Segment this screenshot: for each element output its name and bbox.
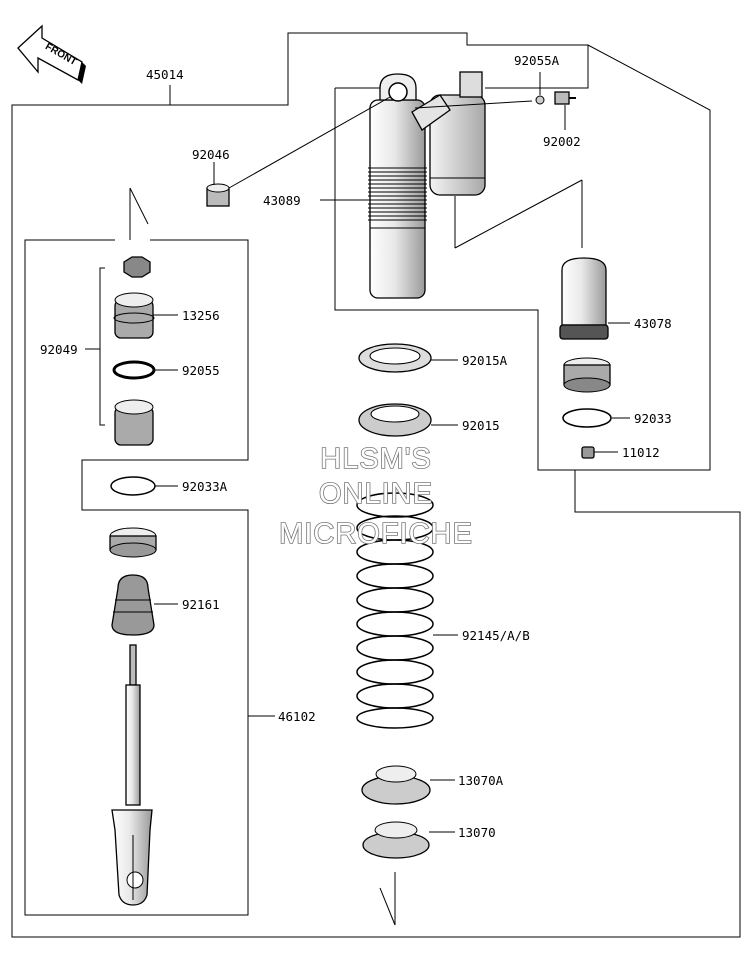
watermark: HLSM'S ONLINE MICROFICHE — [278, 442, 473, 551]
label-92015: 92015 — [462, 418, 500, 433]
watermark-line2: ONLINE — [319, 478, 433, 510]
part-92033A-icon — [110, 476, 156, 496]
label-92049: 92049 — [40, 342, 78, 357]
part-13070A-icon — [361, 765, 431, 805]
part-92145-spring-icon — [356, 492, 434, 729]
label-46102: 46102 — [278, 709, 316, 724]
label-92046: 92046 — [192, 147, 230, 162]
leader-lines — [85, 72, 630, 833]
part-nut-icon — [123, 256, 151, 278]
shock-body-43089 — [368, 71, 583, 299]
part-43078-icon — [559, 257, 609, 340]
label-43078: 43078 — [634, 316, 672, 331]
label-92161: 92161 — [182, 597, 220, 612]
part-92015-icon — [358, 403, 432, 437]
part-piston-plate-icon — [109, 527, 157, 558]
label-92015A: 92015A — [462, 353, 508, 368]
label-13070A: 13070A — [458, 773, 504, 788]
part-92161-icon — [111, 574, 155, 636]
part-92055A-icon — [535, 95, 545, 105]
label-92055A: 92055A — [514, 53, 560, 68]
label-92033: 92033 — [634, 411, 672, 426]
part-92055-icon — [112, 360, 156, 380]
part-labels: 45014 92055A 92002 92046 43089 43078 132… — [40, 53, 672, 840]
label-92033A: 92033A — [182, 479, 228, 494]
label-92145: 92145/A/B — [462, 628, 530, 643]
reservoir-piston-icon — [563, 357, 611, 393]
label-11012: 11012 — [622, 445, 660, 460]
watermark-line3: MICROFICHE — [279, 518, 473, 550]
part-92046-icon — [206, 183, 230, 207]
label-43089: 43089 — [263, 193, 301, 208]
part-11012-icon — [581, 446, 595, 459]
assembly-boundary-lines — [11, 32, 741, 938]
label-45014: 45014 — [146, 67, 184, 82]
label-92055: 92055 — [182, 363, 220, 378]
label-13070: 13070 — [458, 825, 496, 840]
part-92033-icon — [562, 408, 612, 428]
part-92015A-icon — [358, 343, 432, 373]
part-13256-icon — [113, 292, 155, 339]
front-arrow-icon: FRONT — [17, 24, 86, 84]
valve-body-icon — [114, 399, 154, 446]
part-92002-icon — [554, 91, 576, 105]
label-92002: 92002 — [543, 134, 581, 149]
part-46102-icon — [111, 644, 153, 906]
watermark-line1: HLSM'S — [320, 443, 431, 475]
part-13070-icon — [362, 821, 430, 859]
label-13256: 13256 — [182, 308, 220, 323]
